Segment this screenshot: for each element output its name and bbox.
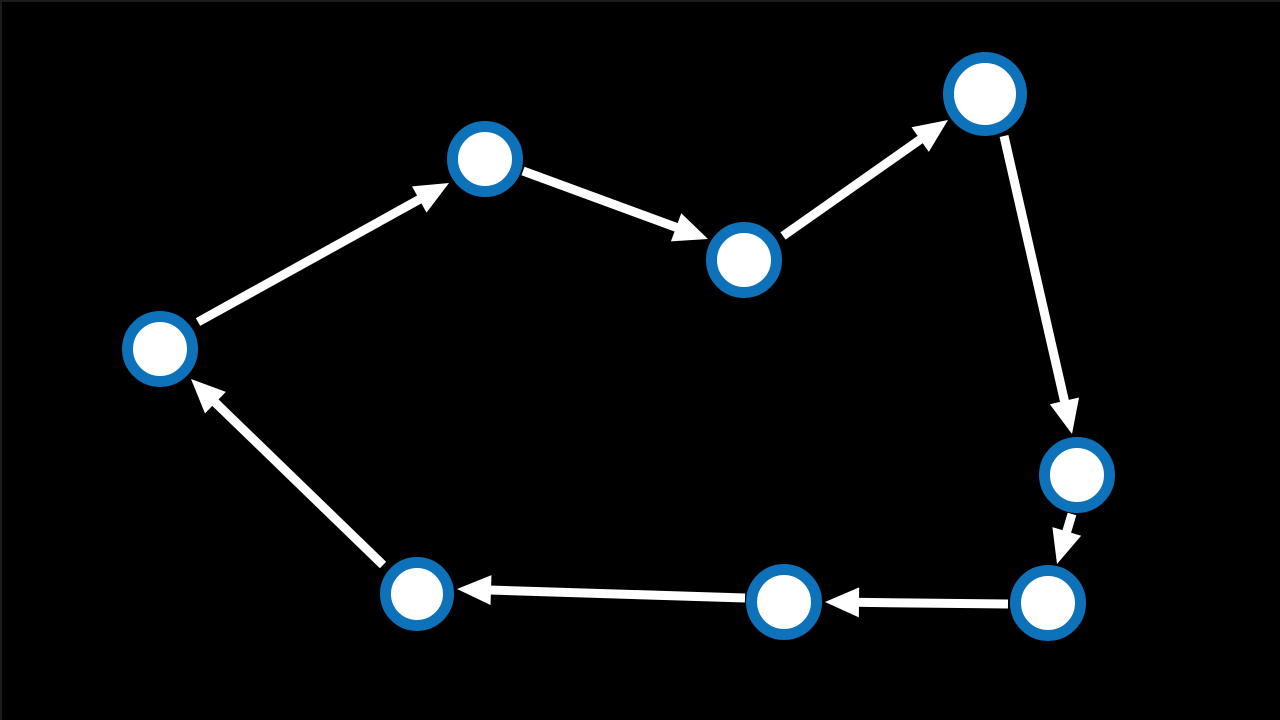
node-circle[interactable] [447, 121, 523, 197]
node-circle[interactable] [943, 52, 1027, 136]
nodes-layer [122, 52, 1115, 641]
graph-node[interactable] [380, 557, 454, 631]
graph-node[interactable] [943, 52, 1027, 136]
graph-node[interactable] [1010, 565, 1086, 641]
graph-node[interactable] [447, 121, 523, 197]
node-circle[interactable] [746, 564, 822, 640]
graph-node[interactable] [746, 564, 822, 640]
graph-node[interactable] [122, 311, 198, 387]
node-circle[interactable] [1010, 565, 1086, 641]
node-circle[interactable] [122, 311, 198, 387]
graph-node[interactable] [1039, 437, 1115, 513]
node-circle[interactable] [1039, 437, 1115, 513]
node-circle[interactable] [706, 222, 782, 298]
graph-node[interactable] [706, 222, 782, 298]
node-circle[interactable] [380, 557, 454, 631]
